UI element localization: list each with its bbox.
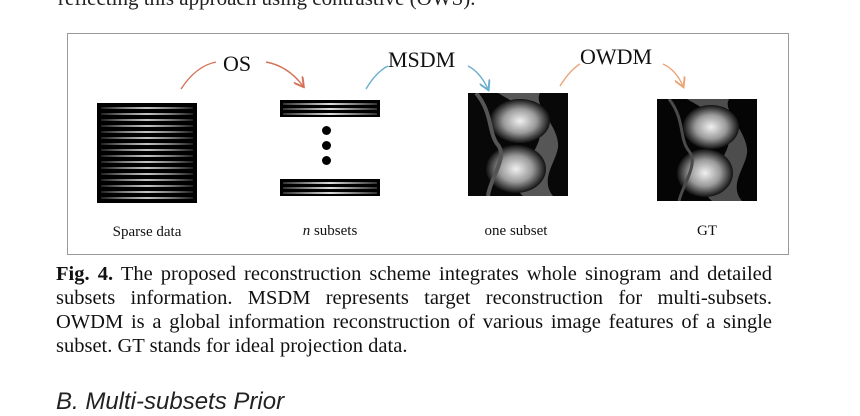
arrow-os-right bbox=[265, 61, 303, 86]
panel-sparse-data bbox=[97, 103, 197, 203]
label-n-subsets: n subsets bbox=[280, 223, 380, 240]
label-gt: GT bbox=[697, 223, 717, 239]
panel-gt bbox=[657, 99, 757, 201]
step-label-owdm: OWDM bbox=[580, 44, 653, 69]
label-n-subsets-text: subsets bbox=[310, 223, 358, 239]
arrow-owdm-left bbox=[559, 63, 581, 87]
figure-4: OS MSDM OWDM bbox=[67, 33, 789, 255]
step-label-msdm: MSDM bbox=[388, 47, 456, 72]
sparse-sinogram-image bbox=[97, 103, 197, 203]
figure-caption: Fig. 4. The proposed reconstruction sche… bbox=[56, 262, 772, 358]
label-n-italic: n bbox=[302, 223, 311, 239]
flow-arrows bbox=[180, 61, 790, 256]
arrow-msdm-right bbox=[467, 65, 488, 89]
ellipsis-dots bbox=[321, 126, 331, 165]
panel-one-subset bbox=[468, 93, 568, 196]
label-one-subset: one subset bbox=[484, 223, 548, 239]
arrow-msdm-left bbox=[365, 65, 389, 90]
one-subset-sinogram-image bbox=[468, 93, 568, 196]
subset-strip-top bbox=[280, 100, 380, 117]
caption-prefix: Fig. 4. bbox=[56, 263, 114, 285]
preceding-text-line: reflecting this approach using contrasti… bbox=[58, 0, 758, 11]
arrow-owdm-right bbox=[662, 63, 683, 86]
caption-text: The proposed reconstruction scheme integ… bbox=[56, 263, 773, 357]
subset-strip-bottom-image bbox=[280, 179, 380, 196]
step-label-os: OS bbox=[223, 51, 252, 76]
section-heading-partial: B. Multi-subsets Prior bbox=[56, 388, 285, 415]
gt-sinogram-image bbox=[657, 99, 757, 201]
subset-strip-top-image bbox=[280, 100, 380, 117]
arrow-os-left bbox=[180, 61, 217, 90]
subset-strip-bottom bbox=[280, 179, 380, 196]
label-sparse-data: Sparse data bbox=[112, 224, 182, 240]
